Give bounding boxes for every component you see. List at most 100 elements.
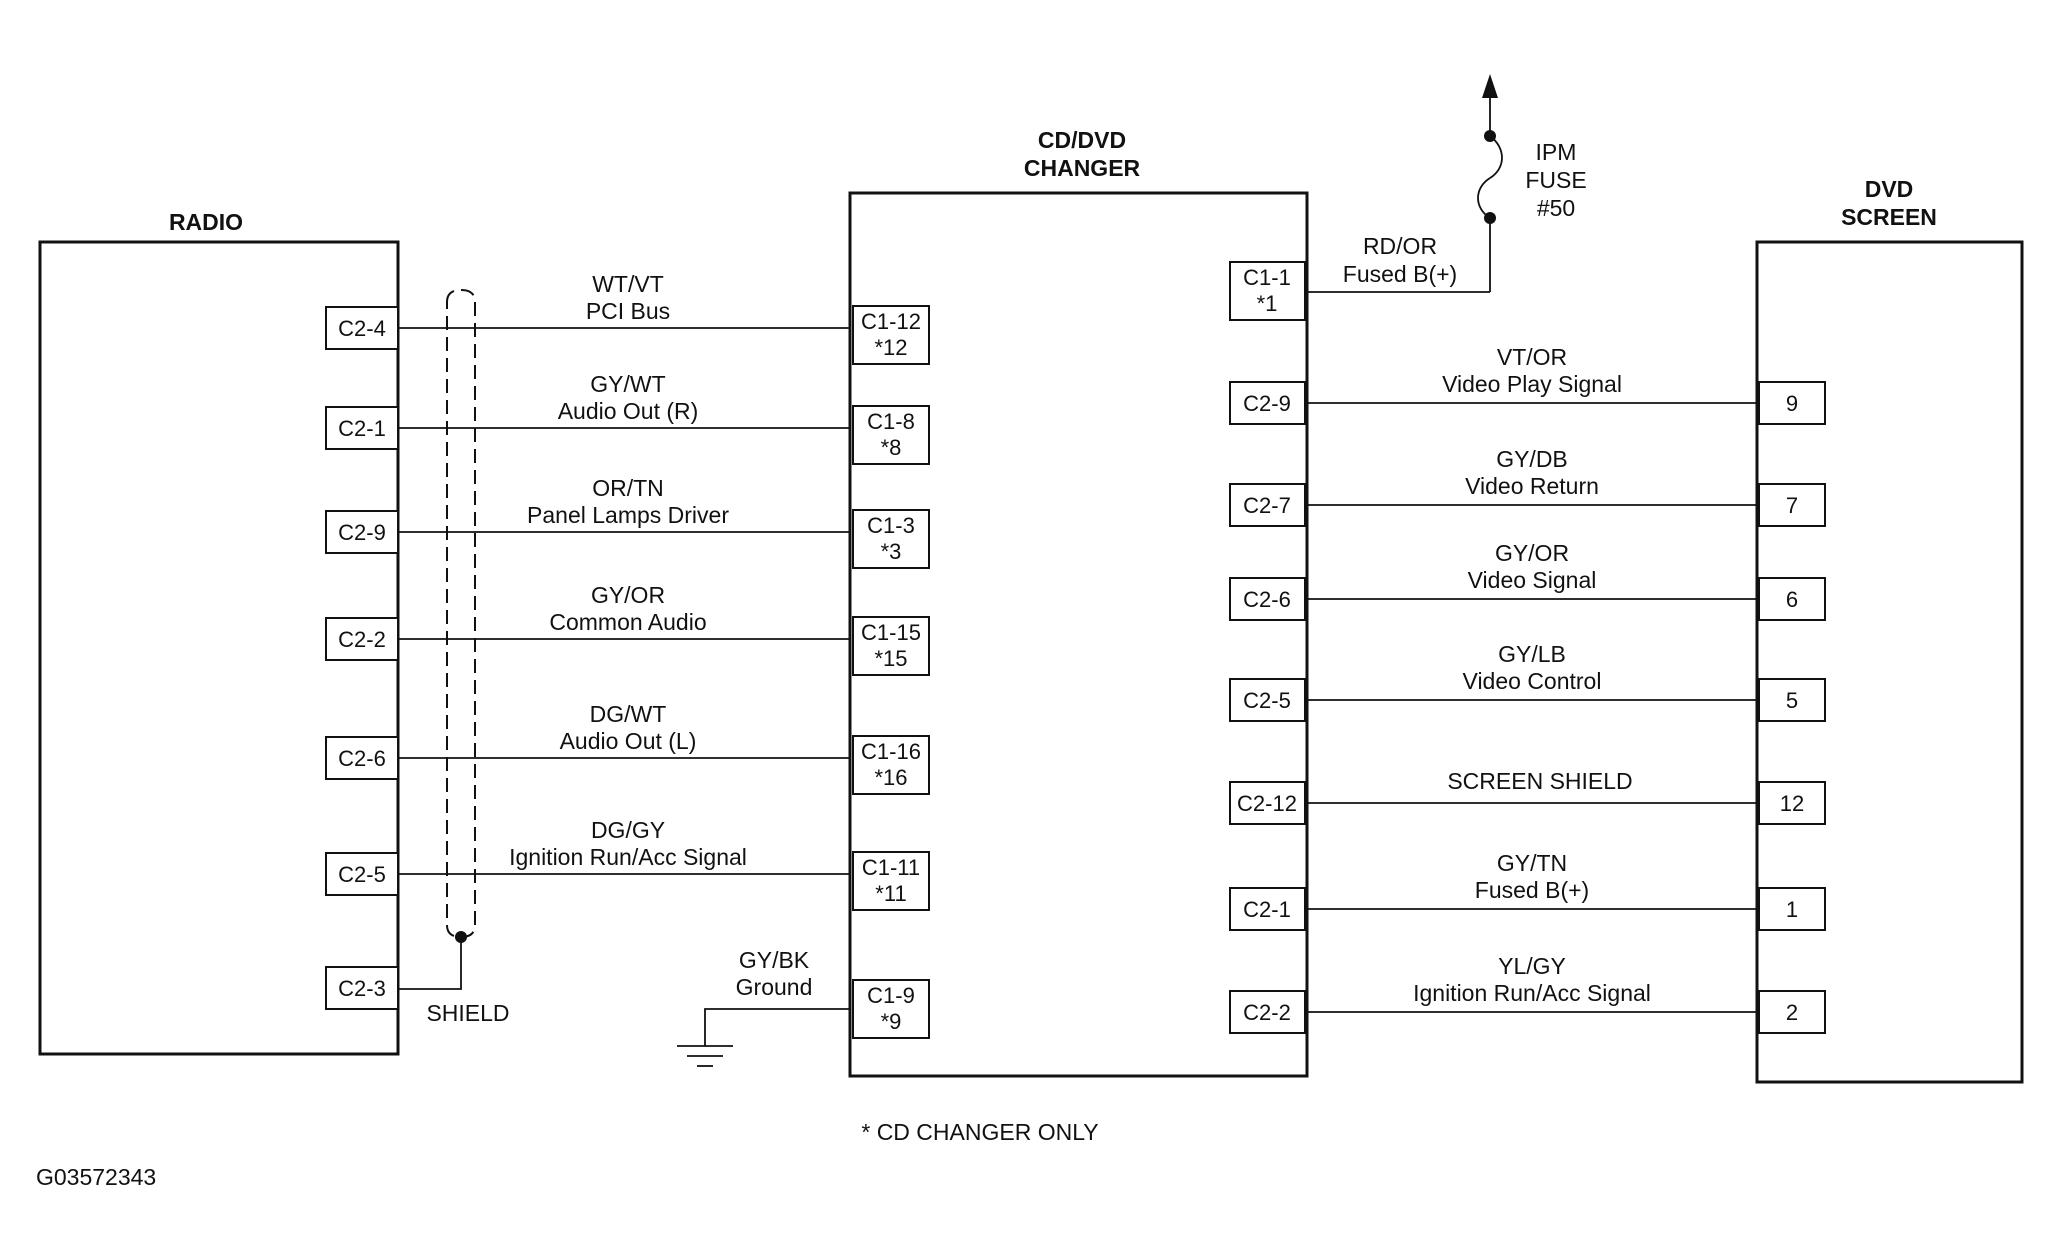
changer-out-pin-label: C2-1 — [1243, 897, 1291, 922]
changer-pin — [852, 851, 930, 911]
fuse-feed-color: RD/OR — [1363, 233, 1437, 259]
changer-pin-note: *11 — [875, 881, 906, 906]
wire-signal: Video Signal — [1468, 567, 1597, 593]
wire-color: GY/DB — [1496, 446, 1568, 472]
changer-out-pin-label: C2-9 — [1243, 391, 1291, 416]
wire-color: VT/OR — [1497, 344, 1567, 370]
changer-title-line2: CHANGER — [1024, 155, 1141, 181]
radio-pin — [325, 617, 399, 661]
changer-out-pin-label: C2-2 — [1243, 1000, 1291, 1025]
changer-out-pin — [1229, 381, 1306, 425]
fuse-icon — [1477, 135, 1503, 219]
radio-pin-label: C2-6 — [338, 746, 386, 771]
wire-signal: Ignition Run/Acc Signal — [1413, 980, 1651, 1006]
wire-color: GY/LB — [1498, 641, 1566, 667]
wire-color: GY/OR — [1495, 540, 1569, 566]
changer-out-pin — [1229, 483, 1306, 527]
wire-signal: SCREEN SHIELD — [1447, 768, 1632, 794]
wire-signal: Audio Out (L) — [560, 728, 697, 754]
radio-pin-label: C2-9 — [338, 520, 386, 545]
wire-color: DG/GY — [591, 817, 665, 843]
radio-pin-label: C2-4 — [338, 316, 386, 341]
screen-pin-label: 6 — [1786, 587, 1798, 612]
changer-pin-fuse-note: *1 — [1257, 291, 1278, 316]
radio-pin — [325, 510, 399, 554]
radio-title: RADIO — [169, 209, 243, 235]
changer-pin-fuse — [1229, 261, 1306, 321]
arrow-up-icon — [1482, 74, 1498, 98]
fuse-feed-group: C1-1 *1 RD/OR Fused B(+) — [1229, 233, 1490, 321]
wire-color: DG/WT — [590, 701, 667, 727]
radio-pin — [325, 406, 399, 450]
wire-signal: Video Return — [1465, 473, 1599, 499]
shield-jacket — [446, 288, 476, 939]
changer-out-pin — [1229, 781, 1306, 825]
changer-out-pin-label: C2-7 — [1243, 493, 1291, 518]
changer-out-pin-label: C2-6 — [1243, 587, 1291, 612]
screen-pin — [1758, 577, 1826, 621]
screen-box — [1755, 240, 2024, 1084]
radio-pin — [325, 852, 399, 896]
changer-pin — [852, 305, 930, 365]
fuse-label-line2: FUSE — [1525, 167, 1586, 193]
changer-pin-note: *16 — [874, 765, 907, 790]
radio-pin-label: C2-1 — [338, 416, 386, 441]
wire-signal: Common Audio — [549, 609, 706, 635]
screen-pin — [1758, 887, 1826, 931]
screen-pin-label: 2 — [1786, 1000, 1798, 1025]
screen-pin — [1758, 678, 1826, 722]
fuse-label-line1: IPM — [1536, 139, 1577, 165]
screen-pin — [1758, 781, 1826, 825]
footnote: * CD CHANGER ONLY — [861, 1119, 1098, 1145]
wire-signal: Video Play Signal — [1442, 371, 1622, 397]
shield-drain-wire — [398, 937, 462, 990]
fuse-label-line3: #50 — [1537, 195, 1575, 221]
screen-pin-label: 9 — [1786, 391, 1798, 416]
shield-label: SHIELD — [426, 1000, 509, 1026]
wire-signal: Ignition Run/Acc Signal — [509, 844, 747, 870]
wire-signal: Audio Out (R) — [558, 398, 699, 424]
fuse-feed-signal: Fused B(+) — [1343, 261, 1457, 287]
changer-pin-fuse-label: C1-1 — [1243, 265, 1291, 290]
radio-pin-label: C2-5 — [338, 862, 386, 887]
wire-color: GY/TN — [1497, 850, 1567, 876]
wire-signal: PCI Bus — [586, 298, 670, 324]
radio-pin — [325, 736, 399, 780]
radio-pin-shield — [325, 966, 399, 1010]
changer-pin — [852, 735, 930, 795]
ipm-fuse: IPM FUSE #50 — [1477, 74, 1587, 292]
changer-title-line1: CD/DVD — [1038, 127, 1126, 153]
changer-out-pin-label: C2-5 — [1243, 688, 1291, 713]
screen-pin-label: 7 — [1786, 493, 1798, 518]
changer-out-pin — [1229, 887, 1306, 931]
screen-pin — [1758, 381, 1826, 425]
changer-pin — [852, 405, 930, 465]
changer-pin-label: C1-11 — [862, 855, 920, 880]
changer-pin-label: C1-8 — [867, 409, 915, 434]
shield-group: C2-3 SHIELD — [325, 288, 510, 1026]
screen-pin-label: 5 — [1786, 688, 1798, 713]
screen-pin — [1758, 990, 1826, 1034]
changer-out-pin-label: C2-12 — [1237, 791, 1297, 816]
changer-pin-ground-label: C1-9 — [867, 983, 915, 1008]
screen-pin-label: 12 — [1780, 791, 1804, 816]
wire-signal: Panel Lamps Driver — [527, 502, 729, 528]
changer-pin-note: *12 — [874, 335, 907, 360]
changer-box — [848, 191, 1309, 1078]
changer-out-pin — [1229, 577, 1306, 621]
ground-group: GY/BK Ground C1-9 *9 — [677, 947, 930, 1067]
changer-pin-note: *15 — [874, 646, 907, 671]
wire-color: YL/GY — [1498, 953, 1566, 979]
changer-pin-ground-note: *9 — [881, 1009, 902, 1034]
changer-pin-label: C1-15 — [861, 620, 921, 645]
wire-color: GY/OR — [591, 582, 665, 608]
screen-title-line1: DVD — [1865, 176, 1914, 202]
ground-signal: Ground — [736, 974, 813, 1000]
screen-title-line2: SCREEN — [1841, 204, 1937, 230]
changer-pin-note: *3 — [881, 539, 902, 564]
screen-pin — [1758, 483, 1826, 527]
changer-pin-note: *8 — [881, 435, 902, 460]
changer-out-pin — [1229, 678, 1306, 722]
ground-wire — [704, 1008, 850, 1046]
